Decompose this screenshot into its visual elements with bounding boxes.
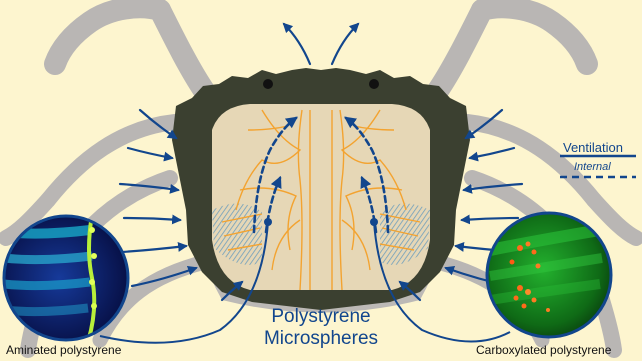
legend-internal: Internal (574, 161, 611, 173)
caption-carboxylated: Carboxylated polystyrene (476, 343, 611, 357)
eye-left (263, 79, 273, 89)
microsphere-dot-right (370, 218, 378, 226)
microsphere-dot-left (264, 218, 272, 226)
legend-ventilation: Ventilation (563, 140, 623, 155)
title-line-1: Polystyrene (0, 306, 642, 327)
caption-aminated: Aminated polystyrene (6, 343, 121, 357)
eye-right (369, 79, 379, 89)
